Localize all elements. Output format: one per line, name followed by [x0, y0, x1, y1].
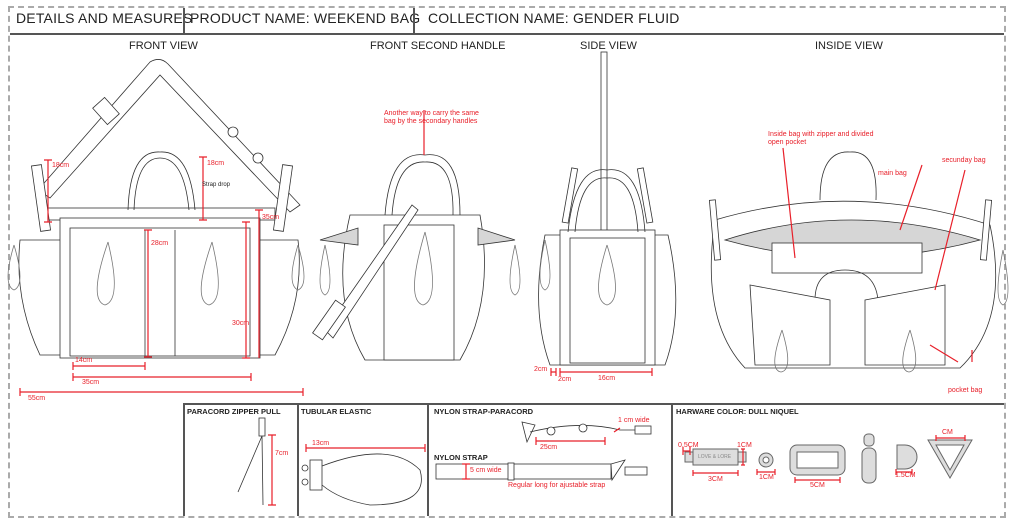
divider [427, 403, 429, 516]
dim-body-height: 30cm [232, 320, 250, 327]
dim-tab-end: 0.5CM [678, 442, 699, 449]
dim-zipper-pull: 7cm [275, 450, 289, 457]
divider [183, 8, 185, 33]
elastic-drawing [301, 444, 426, 506]
details-rule [183, 403, 1004, 405]
divider [671, 403, 673, 516]
dim-handle-drop: 18cm [207, 160, 225, 167]
hardware-title: HARWARE COLOR: DULL NIQUEL [676, 407, 799, 416]
second-handle-note: Another way to carry the same bag by the… [384, 110, 479, 125]
zipper-pull-drawing [237, 417, 276, 506]
zipper-pull-title: PARACORD ZIPPER PULL [187, 407, 281, 416]
dim-side-b: 2cm [558, 376, 572, 383]
side-view-title: SIDE VIEW [580, 40, 637, 52]
front-view-drawing [7, 59, 305, 396]
dim-side-height: 35cm [262, 214, 280, 221]
nylon-strap-note: Regular long for ajustable strap [508, 482, 606, 489]
nylon-strap-title: NYLON STRAP [434, 453, 488, 462]
dim-slider: 5CM [810, 482, 825, 489]
dim-strap-drop: 18cm [52, 162, 70, 169]
paracord-strap-drawing [521, 421, 652, 445]
dim-paracord-length: 25cm [540, 444, 558, 451]
pocket-bag-note: pocket bag [948, 387, 983, 394]
dim-side-c: 16cm [598, 375, 616, 382]
dim-elastic: 13cm [312, 440, 330, 447]
front-view-title: FRONT VIEW [129, 40, 198, 52]
hardware-drawings [682, 433, 973, 484]
collection-name: COLLECTION NAME: GENDER FLUID [428, 10, 680, 26]
dim-nylon-width: 5 cm wide [470, 467, 502, 474]
dim-pocket-width: 14cm [75, 357, 93, 364]
front-second-handle-drawing [312, 110, 521, 361]
divider [183, 403, 185, 516]
shoulder-strap [37, 59, 301, 213]
hardware-logo: LOVE & LORE [698, 454, 732, 460]
strap-paracord-title: NYLON STRAP-PARACORD [434, 407, 534, 416]
dim-paracord-width: 1 cm wide [618, 417, 650, 424]
front-second-handle-title: FRONT SECOND HANDLE [370, 40, 506, 52]
dim-total-width: 55cm [28, 395, 46, 402]
dim-eyelet: 1CM [759, 474, 774, 481]
nylon-strap-drawing [435, 459, 648, 482]
inside-view-drawing [708, 147, 1009, 373]
side-view-drawing [538, 51, 677, 376]
dim-tab-width: 3CM [708, 476, 723, 483]
dim-body-width: 35cm [82, 379, 100, 386]
dim-dring: 1.5CM [895, 472, 916, 479]
elastic-title: TUBULAR ELASTIC [301, 407, 372, 416]
dim-triangle: CM [942, 429, 953, 436]
dim-side-a: 2cm [534, 366, 548, 373]
product-name: PRODUCT NAME: WEEKEND BAG [190, 10, 421, 26]
dim-pocket-height: 28cm [151, 240, 169, 247]
header-rule [10, 33, 1004, 35]
strap-drop-label: Strap drop [202, 182, 231, 188]
dim-tab-height: 1CM [737, 442, 752, 449]
secondary-bag-note: secunday bag [942, 157, 986, 164]
section-title: DETAILS AND MEASURES [16, 10, 193, 26]
inside-view-title: INSIDE VIEW [815, 40, 883, 52]
divider [413, 8, 415, 33]
inside-note: Inside bag with zipper and divided open … [768, 131, 874, 146]
divider [297, 403, 299, 516]
main-bag-note: main bag [878, 170, 907, 177]
dimension-lines [19, 156, 304, 396]
